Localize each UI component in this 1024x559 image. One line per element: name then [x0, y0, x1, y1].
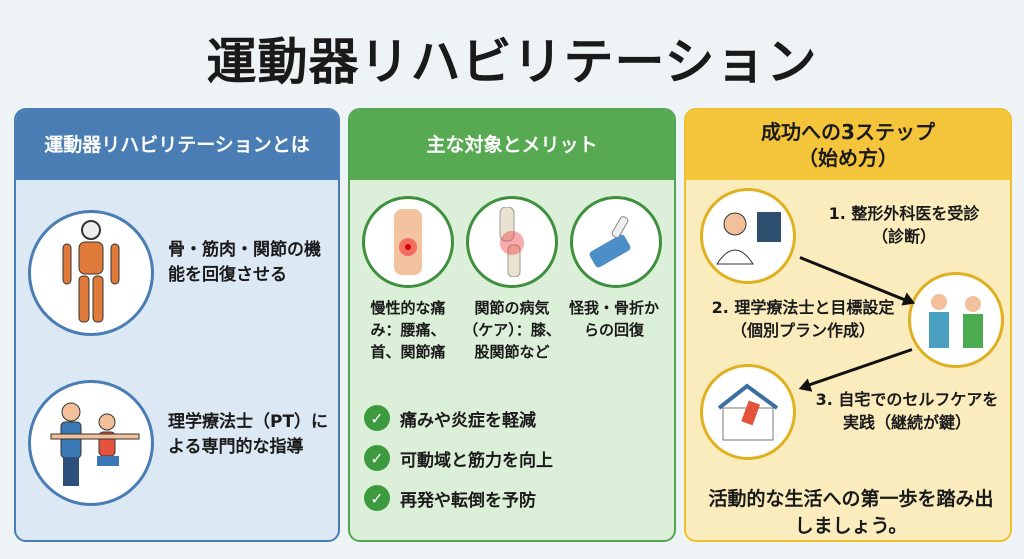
- step-text: 2. 理学療法士と目標設定（個別プラン作成）: [711, 298, 895, 341]
- about-item-text: 骨・筋肉・関節の機能を回復させる: [168, 240, 321, 285]
- step-text: 3. 自宅でのセルフケアを実践（継続が鍵）: [815, 390, 999, 433]
- home-exercise-icon: [700, 364, 796, 460]
- benefit-text: 再発や転倒を予防: [400, 490, 536, 511]
- broken-arm-icon: [570, 196, 662, 288]
- target-text: 慢性的な痛み：腰痛、首、関節痛: [370, 299, 446, 361]
- benefit-text: 可動域と筋力を向上: [400, 450, 553, 471]
- physical-therapist-icon: [28, 380, 154, 506]
- arrow-icon: [801, 348, 913, 389]
- benefit-item: ✓ 再発や転倒を予防: [364, 485, 536, 511]
- header-line: 成功への3ステップ: [761, 120, 935, 144]
- checkmark-icon: ✓: [364, 485, 390, 511]
- step-text: 1. 整形外科医を受診（診断）: [828, 204, 980, 247]
- checkmark-icon: ✓: [364, 445, 390, 471]
- target-text: 関節の病気（ケア）：膝、股関節など: [463, 299, 561, 361]
- page-title: 運動器リハビリテーション: [206, 33, 818, 91]
- panel-header: 運動器リハビリテーションとは: [16, 110, 338, 180]
- benefit-item: ✓ 可動域と筋力を向上: [364, 445, 553, 471]
- header-line: （始め方）: [797, 146, 898, 170]
- checkmark-icon: ✓: [364, 405, 390, 431]
- panel-about: 運動器リハビリテーションとは 骨・筋肉・関節の機能を回復させる 理学療法士（PT…: [14, 108, 340, 542]
- knee-joint-icon: [466, 196, 558, 288]
- panel-header: 成功への3ステップ（始め方）: [686, 110, 1010, 180]
- about-item-text: 理学療法士（PT）による専門的な指導: [168, 412, 329, 457]
- lower-back-pain-icon: [362, 196, 454, 288]
- panel-steps: 成功への3ステップ（始め方） 1. 整形外科医を受診（診断） 2. 理学療法士と…: [684, 108, 1012, 542]
- panel-header: 主な対象とメリット: [350, 110, 674, 180]
- target-text: 怪我・骨折からの回復: [568, 299, 659, 339]
- doctor-xray-icon: [700, 188, 796, 284]
- footer-message: 活動的な生活への第一歩を踏み出しましょう。: [708, 488, 994, 537]
- panel-targets-benefits: 主な対象とメリット 慢性的な痛み：腰痛、首、関節痛 関節の病気（ケア）：膝、股関…: [348, 108, 676, 542]
- benefit-text: 痛みや炎症を軽減: [400, 410, 536, 431]
- skeleton-icon: [28, 210, 154, 336]
- benefit-item: ✓ 痛みや炎症を軽減: [364, 405, 536, 431]
- handshake-icon: [908, 272, 1004, 368]
